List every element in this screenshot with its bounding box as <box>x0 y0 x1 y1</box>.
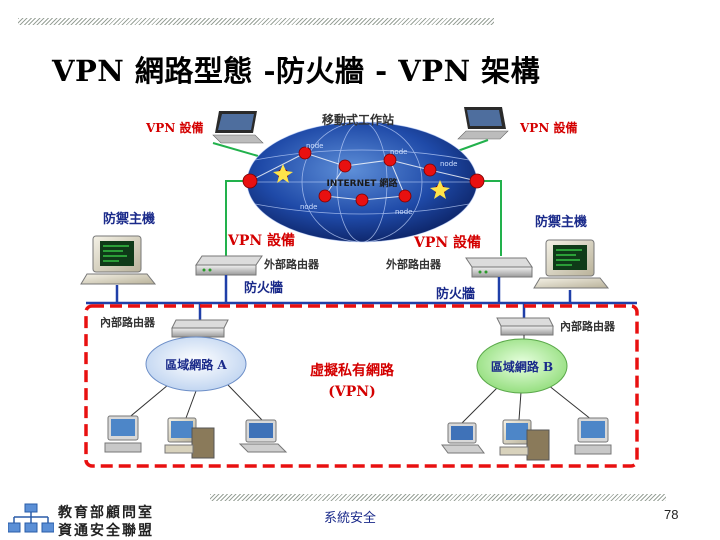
external-router-label: 外部路由器 <box>263 257 320 271</box>
node-text: node <box>390 148 407 156</box>
vpn-device-label: VPN 設備 <box>227 232 295 249</box>
firewall-label: 防火牆 <box>436 286 475 302</box>
node-text: node <box>300 203 317 211</box>
top-hatch-bar <box>18 18 494 25</box>
external-router-icon <box>465 257 533 278</box>
client-computer-icon <box>499 419 550 461</box>
page-number: 78 <box>664 507 679 522</box>
client-computer-icon <box>441 422 485 454</box>
footer-center-text: 系統安全 <box>324 510 377 525</box>
org-name-line1: 教育部顧問室 <box>58 505 154 521</box>
internal-router-label: 內部路由器 <box>560 319 616 333</box>
node-text: node <box>395 208 412 216</box>
bottom-hatch-bar <box>210 494 666 501</box>
laptop-icon <box>457 107 509 140</box>
vpn-device-label: VPN 設備 <box>413 234 481 251</box>
laptop-icon <box>212 111 264 144</box>
vpn-device-label: VPN 設備 <box>145 120 203 135</box>
internal-router-label: 內部路由器 <box>100 315 156 329</box>
lan-links <box>125 335 593 424</box>
client-computer-icon <box>574 417 612 455</box>
internal-router-icon <box>171 319 229 338</box>
client-computer-icon <box>104 415 142 453</box>
virtual-private-network-label: 虛擬私有網路 <box>310 362 395 379</box>
lan-a-ellipse <box>145 336 247 392</box>
vpn-device-label: VPN 設備 <box>519 120 577 135</box>
host-computer-icon <box>533 239 610 289</box>
client-computer-icon <box>164 417 215 459</box>
internet-label: INTERNET 網路 <box>326 177 398 189</box>
network-logo-icon <box>8 503 54 533</box>
client-computer-icon <box>238 419 288 453</box>
firewall-host-label: 防禦主機 <box>103 211 155 227</box>
host-computer-icon <box>80 235 157 285</box>
vpn-abbr-label: (VPN) <box>328 384 375 400</box>
external-router-icon <box>195 255 263 276</box>
lan-b-label: 區域網路 B <box>491 359 553 374</box>
node-text: node <box>306 142 323 150</box>
page-title: VPN 網路型態 -防火牆 - VPN 架構 <box>52 54 541 88</box>
lan-b-ellipse <box>476 338 568 394</box>
internal-router-icon <box>496 317 554 336</box>
perimeter-backbone <box>86 275 637 320</box>
external-router-label: 外部路由器 <box>385 257 442 271</box>
vpn-boundary <box>84 304 639 468</box>
lan-a-label: 區域網路 A <box>165 357 227 372</box>
org-name-line2: 資通安全聯盟 <box>58 523 154 539</box>
mobile-station-label: 移動式工作站 <box>322 112 394 127</box>
internet-globe: node node node node node INTERNET 網路 <box>242 121 485 243</box>
firewall-host-label: 防禦主機 <box>535 214 587 230</box>
node-text: node <box>440 160 457 168</box>
firewall-label: 防火牆 <box>244 280 283 296</box>
